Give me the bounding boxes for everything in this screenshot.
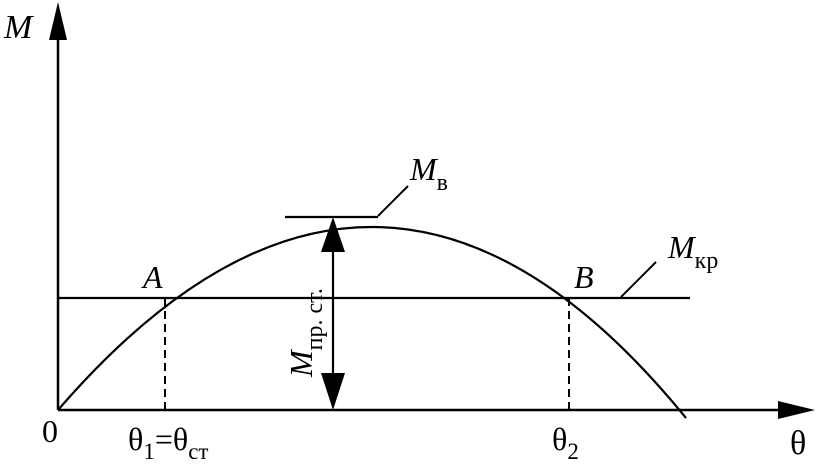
y-axis-arrowhead [49,2,67,40]
motor-curve [57,225,687,419]
point-b-label: B [574,259,594,295]
motor-curve-label: Mв [409,151,448,196]
motor-curve-leader [377,185,409,217]
margin-label: Mпр. ст. [283,288,328,378]
margin-label-group: Mпр. ст. [283,288,328,378]
motor-curve-symbol: M [409,151,439,187]
theta1-equals: =θ [155,421,188,457]
theta2-subscript: 2 [567,439,579,464]
load-line-label: Mкр [667,229,718,274]
load-line-subscript: кр [695,248,719,274]
motor-curve-subscript: в [437,170,448,196]
point-a-label: A [141,259,163,295]
margin-arrow-top-head [321,217,345,252]
x-axis-label: θ [790,425,806,462]
theta1-symbol: θ [128,421,143,457]
margin-subscript: пр. ст. [302,288,328,350]
theta2-symbol: θ [552,421,567,457]
load-line-leader [620,261,657,298]
theta1-tick-label: θ1=θст [128,421,208,464]
margin-symbol: M [283,348,319,378]
y-axis-label: M [3,9,34,46]
theta2-tick-label: θ2 [552,421,579,464]
x-axis-arrowhead [778,401,815,419]
theta1-subscript: 1 [143,439,155,464]
margin-arrow-bottom-head [321,373,345,410]
origin-label: 0 [42,413,58,449]
theta-st-subscript: ст [188,439,208,464]
load-line-symbol: M [667,229,697,265]
